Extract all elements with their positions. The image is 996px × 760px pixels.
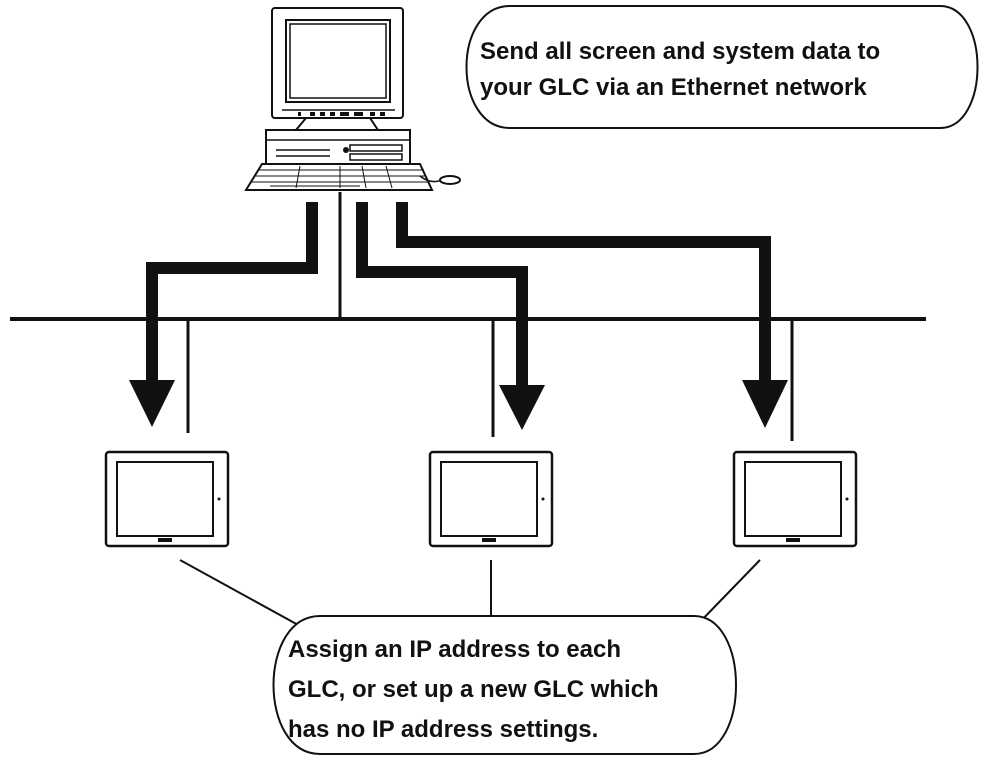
top-callout-line-2: your GLC via an Ethernet network bbox=[480, 74, 867, 101]
desktop-computer-icon bbox=[244, 7, 461, 191]
top-callout-line-1: Send all screen and system data to bbox=[480, 38, 881, 65]
bottom-callout-line-3: has no IP address settings. bbox=[288, 716, 599, 743]
top-callout-text: Send all screen and system data to your … bbox=[480, 34, 960, 106]
glc-panel-icon-2 bbox=[428, 450, 554, 548]
bottom-callout-text: Assign an IP address to each GLC, or set… bbox=[288, 630, 748, 750]
glc-panel-icon-1 bbox=[104, 450, 230, 548]
bottom-callout-bubble bbox=[272, 615, 737, 755]
data-flow-arrow-2 bbox=[356, 202, 545, 430]
data-flow-arrow-3 bbox=[396, 202, 788, 428]
bottom-callout-line-1: Assign an IP address to each bbox=[288, 636, 622, 663]
top-callout-bubble bbox=[465, 5, 979, 129]
bottom-callout-line-2: GLC, or set up a new GLC which bbox=[288, 676, 659, 703]
glc-callout-connector-3 bbox=[695, 559, 761, 627]
glc-callout-connector-1 bbox=[179, 559, 301, 627]
glc-panel-icon-3 bbox=[732, 450, 858, 548]
data-flow-arrow-1 bbox=[129, 202, 318, 427]
